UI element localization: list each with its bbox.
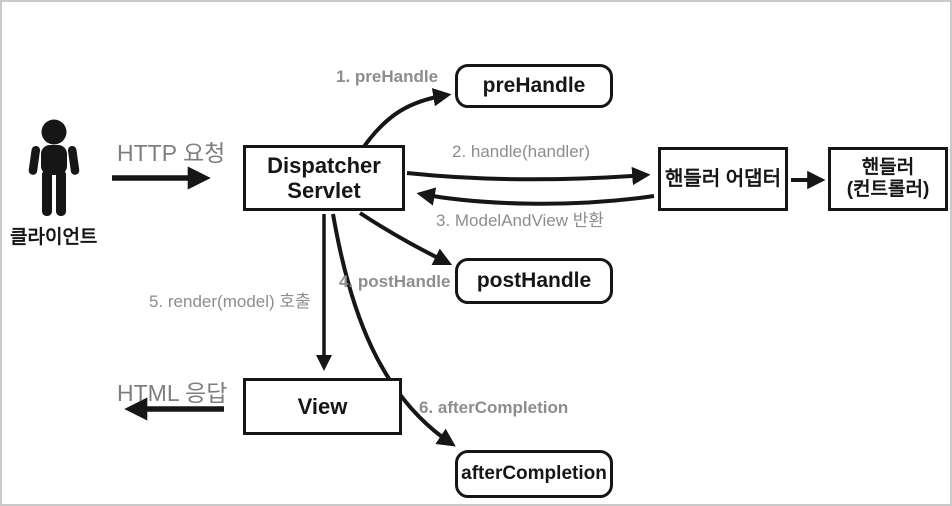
node-posthandle: postHandle bbox=[455, 258, 613, 304]
node-handler-adapter: 핸들러 어댑터 bbox=[658, 147, 788, 211]
node-view: View bbox=[243, 378, 402, 435]
arrow-step3-modelandview bbox=[416, 187, 655, 206]
step5-label: 5. render(model) 호출 bbox=[149, 292, 311, 311]
dispatcher-servlet-line1: Dispatcher bbox=[267, 152, 381, 178]
step3-label: 3. ModelAndView 반환 bbox=[436, 211, 604, 230]
node-dispatcher-servlet: Dispatcher Servlet bbox=[243, 145, 405, 211]
client-label: 클라이언트 bbox=[10, 227, 98, 248]
arrow-step1-prehandle bbox=[361, 88, 452, 150]
node-aftercompletion: afterCompletion bbox=[455, 450, 613, 498]
html-response-label: HTML 응답 bbox=[117, 380, 228, 406]
arrow-step4-posthandle bbox=[358, 211, 453, 266]
step2-label: 2. handle(handler) bbox=[452, 142, 590, 161]
prehandle-label: preHandle bbox=[482, 73, 586, 97]
arrow-step2-handle bbox=[406, 166, 651, 186]
client-person-icon bbox=[28, 119, 80, 216]
aftercompletion-label: afterCompletion bbox=[461, 463, 607, 485]
step6-label: 6. afterCompletion bbox=[419, 398, 569, 417]
posthandle-label: postHandle bbox=[476, 268, 592, 292]
step4-label: 4. postHandle bbox=[339, 272, 451, 291]
handler-adapter-label: 핸들러 어댑터 bbox=[665, 167, 781, 190]
http-request-label: HTTP 요청 bbox=[117, 140, 226, 166]
view-label: View bbox=[297, 393, 348, 419]
handler-controller-line2: (컨트롤러) bbox=[846, 179, 930, 200]
node-handler-controller: 핸들러 (컨트롤러) bbox=[828, 147, 948, 211]
handler-controller-line1: 핸들러 bbox=[861, 157, 915, 179]
step1-label: 1. preHandle bbox=[336, 67, 439, 86]
dispatcher-servlet-line2: Servlet bbox=[287, 178, 361, 203]
node-prehandle: preHandle bbox=[455, 64, 613, 108]
